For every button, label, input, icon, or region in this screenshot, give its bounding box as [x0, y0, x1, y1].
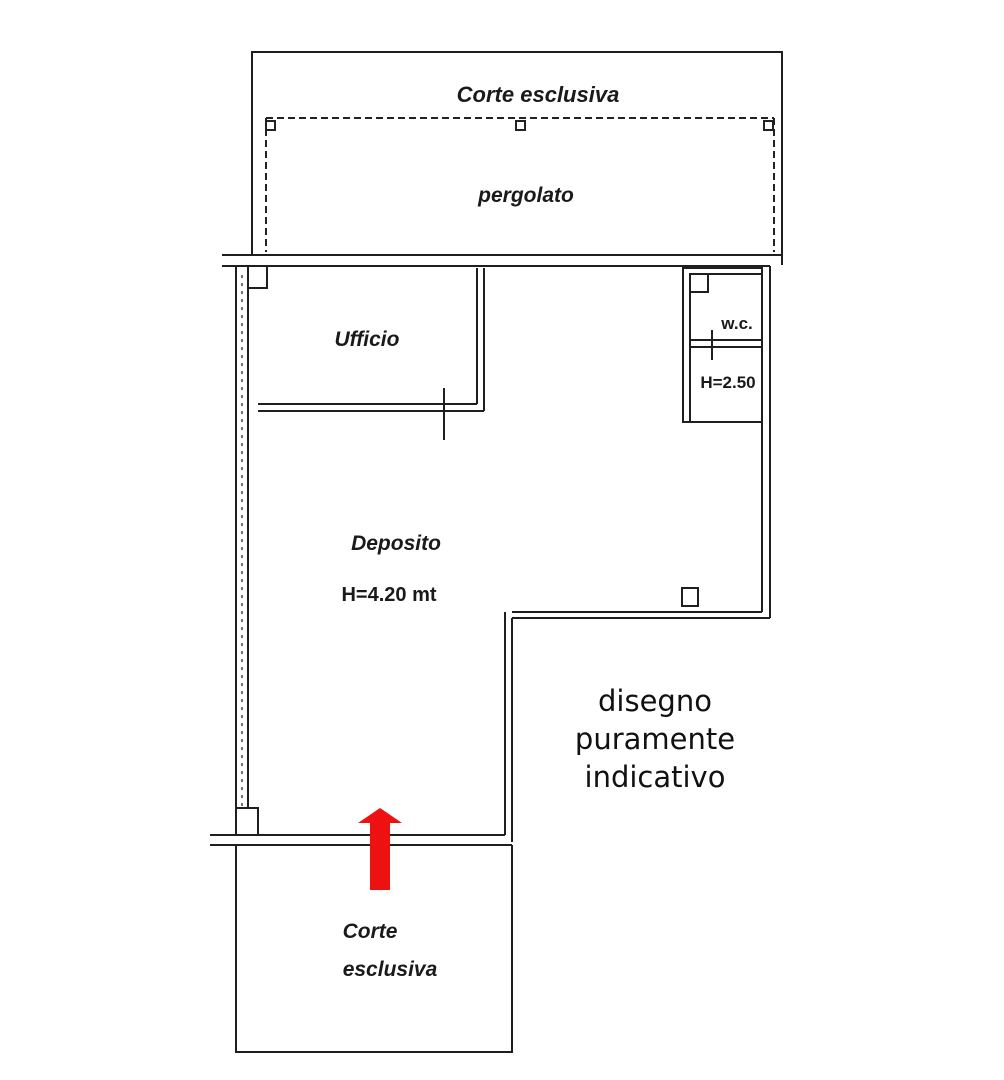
disclaimer-line-2: puramente — [574, 722, 736, 756]
corte-bottom-label-line2: esclusiva — [343, 958, 438, 981]
corner-columns — [235, 265, 699, 836]
wc-walls — [682, 267, 763, 423]
pergolato-posts — [265, 120, 774, 131]
wc-height-label: H=2.50 — [700, 373, 755, 392]
ufficio-label: Ufficio — [335, 328, 400, 351]
disclaimer-line-1: disegno — [598, 684, 712, 718]
corte-top-area — [251, 51, 783, 265]
corte-top-label: Corte esclusiva — [457, 82, 620, 107]
deposito-label: Deposito — [351, 532, 441, 555]
disclaimer-note: disegno puramente indicativo — [555, 682, 755, 796]
building-walls — [210, 254, 782, 846]
deposito-height-label: H=4.20 mt — [341, 584, 436, 606]
arrow-up-icon — [358, 808, 402, 890]
corte-bottom-label-line1: Corte — [343, 920, 398, 943]
wc-label: w.c. — [720, 314, 753, 333]
disclaimer-line-3: indicativo — [584, 760, 726, 794]
pergolato-label: pergolato — [477, 184, 574, 207]
pergolato-outline — [265, 117, 775, 252]
corte-bottom-area — [235, 845, 513, 1053]
ufficio-walls — [258, 268, 485, 440]
